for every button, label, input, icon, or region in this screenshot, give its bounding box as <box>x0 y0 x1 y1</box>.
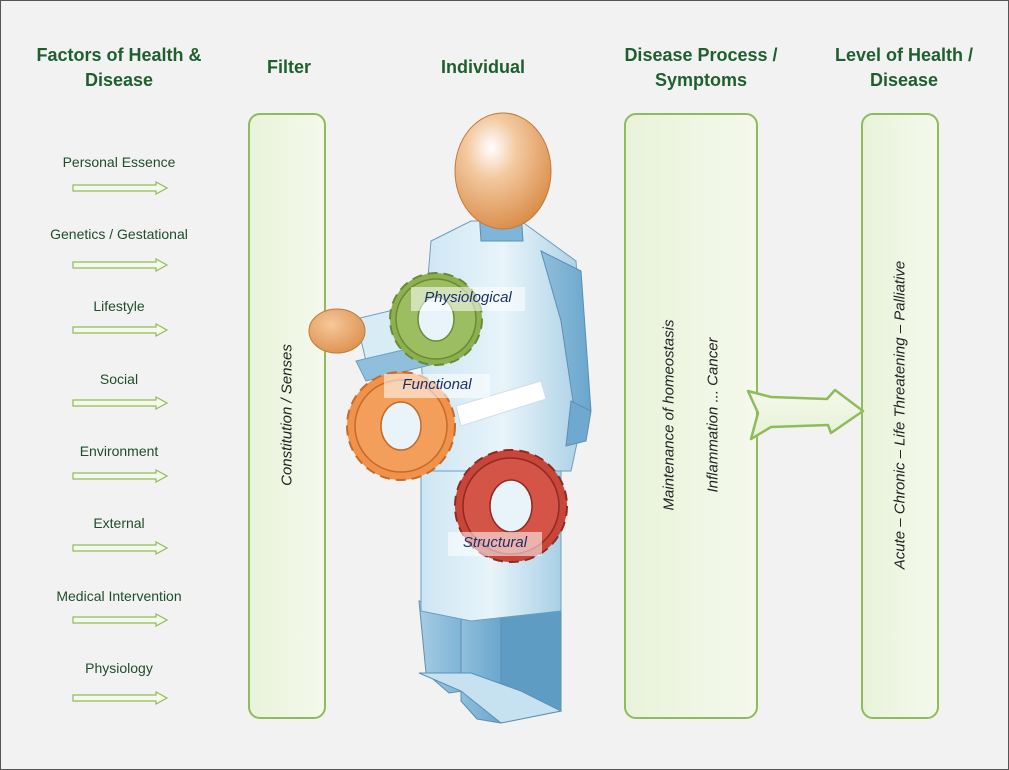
factor-arrow-icon <box>72 396 168 410</box>
disease-panel-text-2: Inflammation ... Cancer <box>704 337 722 493</box>
gear-label-structural: Structural <box>462 534 528 551</box>
gear-green-icon <box>389 272 483 366</box>
factor-label: Lifestyle <box>93 298 145 314</box>
gear-label-functional: Functional <box>402 376 472 393</box>
disease-panel-text-1: Maintenance of homeostasis <box>660 319 678 511</box>
factor-arrow-icon <box>72 541 168 555</box>
factor-label: External <box>93 515 145 531</box>
disease-panel <box>624 113 758 719</box>
filter-panel-text: Constitution / Senses <box>278 344 296 486</box>
factor-arrow-icon <box>72 181 168 195</box>
factor-label: Genetics / Gestational <box>50 226 188 242</box>
factor-arrow-icon <box>72 691 168 705</box>
factor-arrow-icon <box>72 323 168 337</box>
gear-orange-icon <box>346 371 456 481</box>
factor-label: Personal Essence <box>62 154 176 170</box>
factor-arrow-icon <box>72 613 168 627</box>
level-column-title: Level of Health / Disease <box>834 45 974 90</box>
disease-column-title: Disease Process / Symptoms <box>624 45 778 90</box>
level-panel <box>861 113 939 719</box>
factor-label: Environment <box>79 443 159 459</box>
factor-arrow-icon <box>72 258 168 272</box>
level-panel-text: Acute – Chronic – Life Threatening – Pal… <box>891 260 909 570</box>
filter-column-title: Filter <box>266 57 311 77</box>
filter-panel <box>248 113 326 719</box>
individual-column-title: Individual <box>440 57 525 77</box>
factor-label: Social <box>99 371 139 387</box>
factor-label: Medical Intervention <box>56 588 182 604</box>
factor-arrow-icon <box>72 469 168 483</box>
gear-label-physiological: Physiological <box>424 289 512 306</box>
factors-column-title: Factors of Health & Disease <box>36 45 202 90</box>
factor-label: Physiology <box>85 660 153 676</box>
